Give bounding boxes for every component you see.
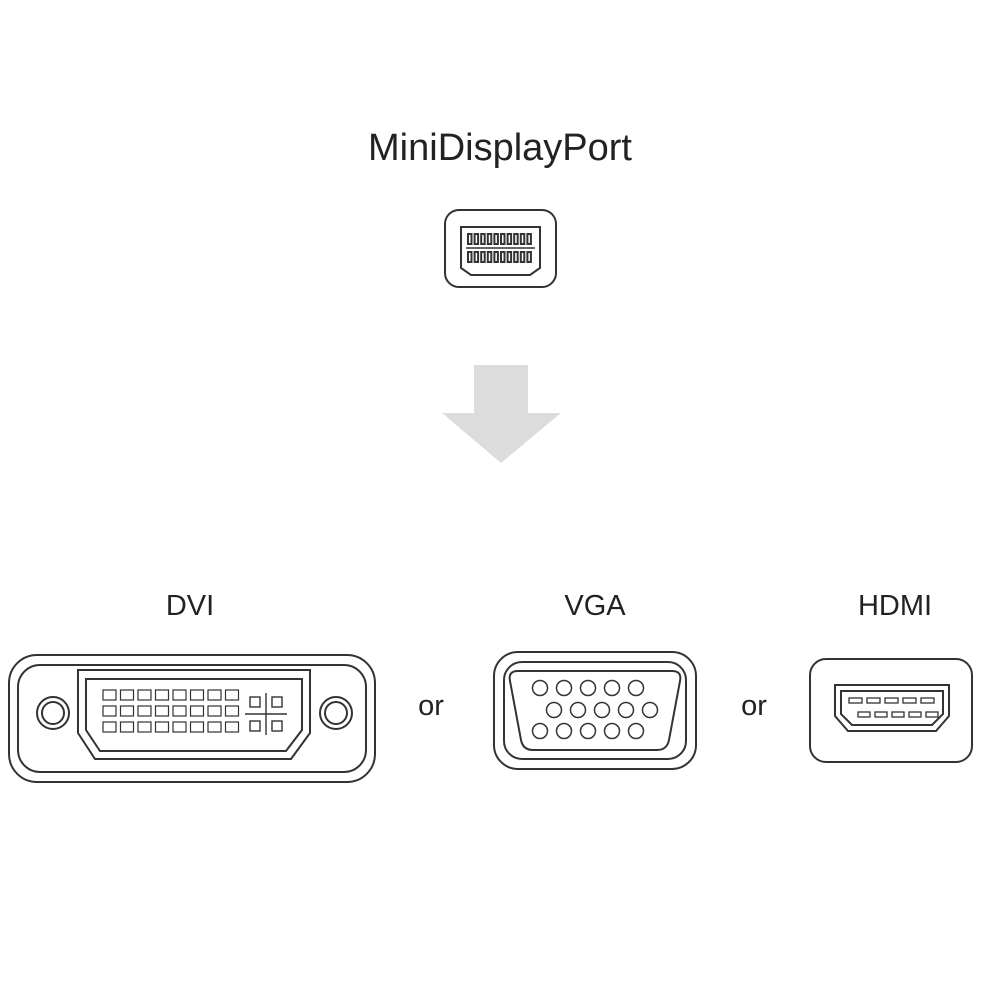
mdp-pin <box>467 233 473 245</box>
vga-pin <box>545 701 563 719</box>
mdp-pin <box>506 251 513 263</box>
dvi-pin <box>137 721 152 733</box>
dvi-pin <box>119 705 135 717</box>
dvi-pin <box>137 705 152 717</box>
mdp-pin <box>500 251 506 263</box>
dvi-pin <box>207 721 222 733</box>
dvi-pin <box>137 689 152 701</box>
vga-pin <box>593 701 611 719</box>
or-separator-2: or <box>741 690 767 722</box>
dvi-connector-icon <box>8 654 376 783</box>
mdp-pin <box>493 233 499 245</box>
mdp-pin <box>467 251 473 263</box>
dvi-pin <box>207 689 222 701</box>
vga-pin <box>627 679 645 697</box>
mdp-pin <box>486 233 493 245</box>
mdp-pin <box>506 233 513 245</box>
dvi-pin <box>102 721 117 733</box>
mdp-pin <box>493 251 499 263</box>
dvi-pin <box>172 705 187 717</box>
mdp-pin <box>526 251 532 263</box>
vga-pin <box>627 722 645 740</box>
vga-pin <box>617 701 635 719</box>
dvi-pin <box>224 721 240 733</box>
mdp-pin <box>480 233 486 245</box>
dvi-pin <box>119 689 135 701</box>
mdp-pin <box>500 233 506 245</box>
dvi-pin <box>102 689 117 701</box>
hdmi-pin <box>884 697 899 704</box>
hdmi-pin <box>857 711 871 718</box>
hdmi-pin <box>874 711 888 718</box>
vga-pin <box>531 722 549 740</box>
dvi-pin <box>189 721 205 733</box>
mdp-pin <box>519 251 526 263</box>
dvi-pin <box>119 721 135 733</box>
mdp-pin <box>519 233 526 245</box>
vga-pin <box>579 722 597 740</box>
vga-pin <box>555 679 573 697</box>
dvi-pin <box>154 721 170 733</box>
hdmi-label: HDMI <box>857 590 933 622</box>
hdmi-pin <box>920 697 935 704</box>
mdp-pin <box>526 233 532 245</box>
hdmi-pin <box>866 697 881 704</box>
dvi-pin <box>154 689 170 701</box>
minidisplayport-connector-icon <box>444 209 557 288</box>
mdp-pin <box>486 251 493 263</box>
vga-label: VGA <box>564 590 626 622</box>
vga-pin <box>555 722 573 740</box>
mdp-pin <box>473 251 480 263</box>
dvi-label: DVI <box>165 590 215 622</box>
dvi-pin <box>102 705 117 717</box>
vga-pin <box>531 679 549 697</box>
hdmi-pin <box>891 711 905 718</box>
dvi-pin <box>189 705 205 717</box>
dvi-pin <box>224 689 240 701</box>
vga-pin <box>579 679 597 697</box>
mdp-pin <box>513 251 519 263</box>
vga-pin <box>603 722 621 740</box>
dvi-pin <box>154 705 170 717</box>
down-arrow-icon <box>442 365 561 463</box>
hdmi-connector-icon <box>809 658 973 763</box>
vga-connector-icon <box>493 651 697 770</box>
mdp-pin <box>480 251 486 263</box>
vga-pin <box>569 701 587 719</box>
or-separator-1: or <box>418 690 444 722</box>
dvi-pin <box>207 705 222 717</box>
hdmi-pin <box>848 697 863 704</box>
title-minidisplayport: MiniDisplayPort <box>368 127 632 169</box>
hdmi-pin <box>902 697 917 704</box>
dvi-pin <box>224 705 240 717</box>
hdmi-pin <box>925 711 939 718</box>
mdp-pin <box>513 233 519 245</box>
mdp-pin <box>473 233 480 245</box>
vga-pin <box>603 679 621 697</box>
hdmi-pin <box>908 711 922 718</box>
dvi-pin <box>172 721 187 733</box>
vga-pin <box>641 701 659 719</box>
dvi-pin <box>172 689 187 701</box>
dvi-pin <box>189 689 205 701</box>
